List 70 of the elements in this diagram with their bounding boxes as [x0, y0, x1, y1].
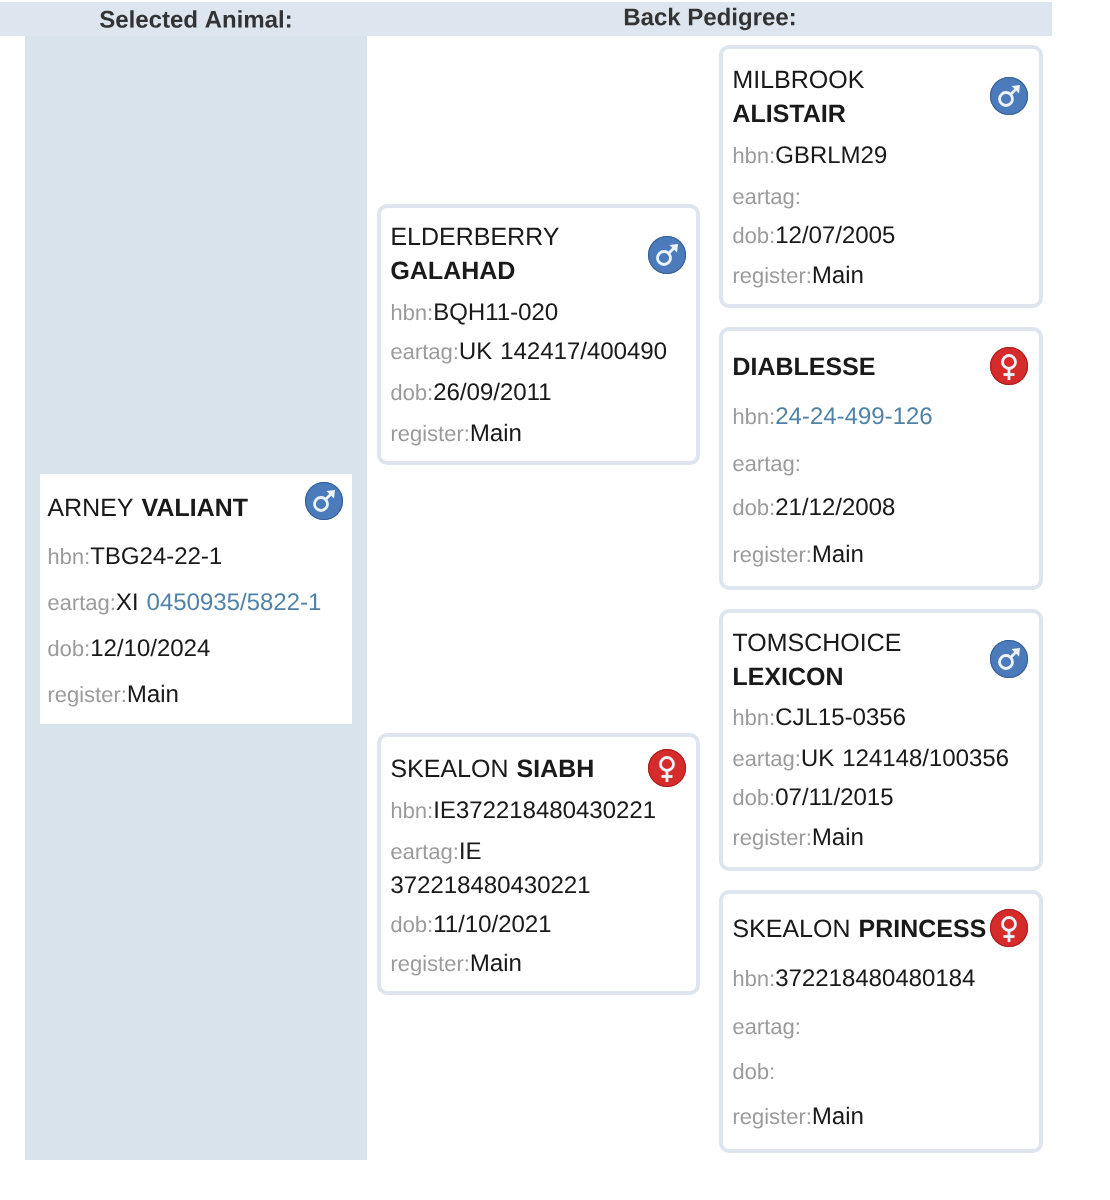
pedigree-card: ELDERBERRY GALAHAD hbn: BQH11-020 eartag: UK 142417/400490 dob:26/09/2011 register: Main [377, 204, 700, 465]
node-label: hbn: [733, 147, 774, 164]
node-label: hbn: [733, 970, 774, 987]
node-label: hbn: [391, 304, 432, 321]
node-label: dob: [733, 1063, 774, 1080]
node-label: register: [733, 546, 810, 567]
pedigree-card: SKEALON SIABH hbn: IE372218480430221 eartag: IE 372218480430221 dob:11/10/2021 register: Main [377, 733, 700, 995]
node-label: 12/10/2024 [92, 638, 210, 657]
node-label: eartag: [733, 456, 799, 476]
node-label: TBG24-22-1 [90, 547, 222, 565]
node-label: 0450935/5822-1 [147, 592, 321, 611]
node-label: dob: [733, 227, 774, 244]
node-label: Main [471, 953, 521, 972]
node-label: register: [391, 955, 468, 976]
node-label: hbn: [48, 548, 89, 565]
node-label: eartag: [733, 751, 799, 771]
node-label: 12/07/2005 [777, 225, 895, 244]
node-label: register: [48, 686, 125, 707]
node-label: dob: [733, 789, 774, 806]
node-label: dob: [733, 499, 774, 516]
node-label: 11/10/2021 [435, 914, 551, 933]
pedigree-card: SKEALON PRINCESS hbn:372218480480184 eartag: dob: register: Main [719, 890, 1043, 1153]
pedigree-card: TOMSCHOICE LEXICON hbn:CJL15-0356 eartag: UK 124148/100356 dob:07/11/2015 register: Main [719, 609, 1043, 871]
node-label: 372218480430221 [391, 876, 590, 894]
node-label: ARNEY VALIANT [47, 498, 248, 517]
node-label: Main [813, 827, 863, 846]
node-label: 21/12/2008 [776, 497, 895, 516]
node-label: BQH11-020 [435, 303, 558, 325]
node-label: IE [461, 842, 481, 860]
node-label: eartag: [733, 189, 799, 209]
node-label: eartag: [733, 1019, 799, 1039]
node-label: dob: [48, 640, 89, 657]
node-label: Main [813, 544, 863, 563]
node-label: SKEALON SIABH [391, 759, 593, 778]
node-label: MILBROOK ALISTAIR [733, 70, 865, 123]
node-label: hbn: [733, 408, 774, 425]
node-label: register: [733, 1108, 810, 1129]
node-label: Main [128, 684, 178, 703]
node-label: TOMSCHOICE LEXICON [732, 633, 901, 686]
node-label: SKEALON PRINCESS [733, 919, 986, 938]
node-label: dob: [391, 384, 432, 401]
node-label: Main [471, 423, 521, 442]
node-label: eartag: [48, 595, 114, 615]
node-label: ELDERBERRY GALAHAD [391, 227, 559, 280]
node-label: Main [813, 265, 863, 284]
node-label: 07/11/2015 [776, 787, 893, 806]
node-label: eartag: [391, 344, 457, 364]
column-heading: Back Pedigree: [624, 7, 795, 31]
node-label: IE372218480430221 [435, 801, 655, 819]
node-label: hbn: [391, 802, 432, 819]
node-label: DIABLESSE [734, 357, 875, 376]
node-label: CJL15-0356 [776, 708, 905, 726]
column-heading: Selected Animal: [100, 10, 291, 28]
node-label: eartag: [391, 844, 457, 864]
node-label: register: [391, 425, 468, 446]
node-label: register: [733, 829, 810, 850]
node-label: dob: [391, 916, 432, 933]
node-label: 24-24-499-126 [776, 407, 932, 425]
node-label: hbn: [733, 709, 774, 726]
node-label: 26/09/2011 [434, 382, 551, 401]
node-label: GBRLM29 [776, 146, 887, 164]
pedigree-card: DIABLESSE hbn:24-24-499-126 eartag: dob:21/12/2008 register: Main [719, 327, 1043, 590]
node-label: UK 124148/100356 [802, 748, 1008, 767]
node-label: XI [116, 593, 137, 611]
node-label: UK 142417/400490 [460, 341, 667, 360]
node-label: 372218480480184 [776, 969, 975, 987]
node-label: Main [813, 1106, 863, 1125]
pedigree-card: ARNEY VALIANT hbn:TBG24-22-1 eartag:XI 0450935/5822-1 dob:12/10/2024 register: Main [40, 474, 352, 724]
node-label: register: [733, 267, 810, 288]
pedigree-card: MILBROOK ALISTAIR hbn:GBRLM29 eartag: dob:12/07/2005 register: Main [719, 45, 1043, 308]
